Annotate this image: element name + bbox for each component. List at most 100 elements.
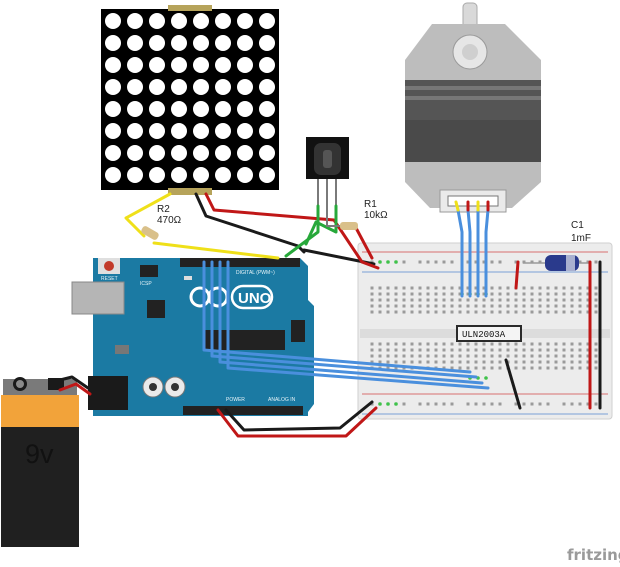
breadboard-hole [570,310,574,314]
breadboard-hole [522,348,526,352]
breadboard-hole [482,366,486,370]
breadboard-hole [402,310,406,314]
led-dot [193,13,209,29]
breadboard-hole [370,260,374,264]
breadboard-hole [490,292,494,296]
breadboard-hole [490,304,494,308]
signal-wire-2 [210,260,478,379]
breadboard-hole [466,366,470,370]
led-matrix-dots [105,13,275,183]
breadboard-hole [442,298,446,302]
breadboard-hole [546,304,550,308]
breadboard-hole [514,348,518,352]
led-dot [237,101,253,117]
breadboard-hole [490,310,494,314]
breadboard-hole [562,286,566,290]
breadboard-hole [490,260,494,264]
breadboard-hole [482,342,486,346]
led-dot [193,145,209,161]
breadboard-hole [434,304,438,308]
breadboard-hole [434,342,438,346]
breadboard-hole [402,342,406,346]
breadboard-hole [538,298,542,302]
led-dot [171,13,187,29]
breadboard-hole [466,304,470,308]
led-dot [215,13,231,29]
led-dot [171,79,187,95]
breadboard-hole [530,260,534,264]
wire-red-1 [204,192,380,270]
breadboard-hole [570,286,574,290]
breadboard-hole [578,354,582,358]
led-dot [127,79,143,95]
breadboard-hole [418,304,422,308]
breadboard-hole [538,292,542,296]
uno-logo-text: UNO [238,290,272,307]
breadboard-hole [434,360,438,364]
led-dot [259,57,275,73]
led-dot [105,35,121,51]
breadboard-hole [570,366,574,370]
breadboard-hole [554,304,558,308]
breadboard-hole [434,348,438,352]
breadboard-hole [450,342,454,346]
led-dot [259,167,275,183]
breadboard-hole [370,304,374,308]
breadboard-hole [450,292,454,296]
digital-label: DIGITAL (PWM~) [236,270,275,276]
breadboard-hole [410,360,414,364]
breadboard-hole [474,354,478,358]
wire-red-r1 [353,224,374,260]
icsp-label: ICSP [140,281,152,287]
breadboard-hole [474,348,478,352]
breadboard-hole [506,342,510,346]
breadboard-hole [578,348,582,352]
breadboard-hole [418,292,422,296]
breadboard-hole [450,402,454,406]
breadboard-hole [378,310,382,314]
breadboard-hole [490,360,494,364]
breadboard-hole [546,354,550,358]
breadboard-hole [450,354,454,358]
led-dot [193,167,209,183]
battery-wire-black [54,375,90,390]
breadboard-hole [514,310,518,314]
breadboard-hole [506,354,510,358]
c1-value: 1mF [571,233,591,244]
breadboard-hole [530,366,534,370]
breadboard-hole [394,360,398,364]
breadboard-hole [562,304,566,308]
analog-label: ANALOG IN [268,397,296,403]
breadboard-hole [378,342,382,346]
breadboard-hole [586,292,590,296]
led-dot [149,35,165,51]
breadboard-hole [458,354,462,358]
breadboard-hole [586,298,590,302]
breadboard-hole [394,310,398,314]
breadboard-hole [538,310,542,314]
breadboard-hole [386,286,390,290]
breadboard-hole [594,360,598,364]
led-dot [127,35,143,51]
breadboard-hole [530,286,534,290]
breadboard-hole [458,366,462,370]
breadboard-hole [522,304,526,308]
breadboard-hole [482,360,486,364]
breadboard-hole [546,298,550,302]
breadboard-hole [594,402,598,406]
breadboard-hole [466,310,470,314]
breadboard-hole [514,292,518,296]
breadboard-hole [562,298,566,302]
breadboard-hole [570,360,574,364]
wires [54,192,602,438]
battery-label: 9v [25,439,54,469]
breadboard-hole [578,360,582,364]
breadboard-hole [490,402,494,406]
breadboard-hole [386,342,390,346]
led-dot [149,13,165,29]
breadboard-hole [370,402,374,406]
breadboard-hole [474,260,478,264]
breadboard-hole [498,348,502,352]
breadboard-hole [594,286,598,290]
breadboard-hole [466,354,470,358]
